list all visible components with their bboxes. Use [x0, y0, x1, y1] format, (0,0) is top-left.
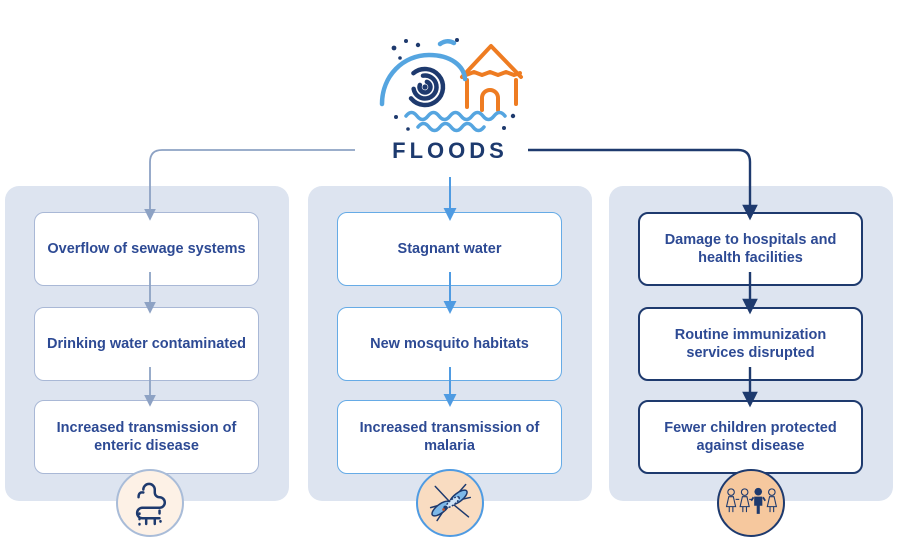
house-icon — [460, 44, 523, 112]
step-box: Routine immunization services disrupted — [638, 307, 863, 381]
wave-spiral-icon — [404, 66, 446, 108]
children-icon — [725, 487, 778, 514]
step-box: Drinking water contaminated — [34, 307, 259, 381]
spray-dots-icon — [391, 38, 459, 60]
step-box: Increased transmission of malaria — [337, 400, 562, 474]
children-icon-badge — [717, 469, 785, 537]
step-box: Increased transmission of enteric diseas… — [34, 400, 259, 474]
flood-wave-house-icon — [379, 38, 523, 133]
intestines-icon-badge — [116, 469, 184, 537]
water-lines-icon — [404, 110, 507, 133]
water-dots-icon — [394, 113, 516, 131]
pathway-panel-water-contamination: Overflow of sewage systems Drinking wate… — [5, 186, 289, 501]
mosquito-icon — [429, 483, 472, 522]
pathway-panel-mosquito: Stagnant water New mosquito habitats Inc… — [308, 186, 592, 501]
step-box: Stagnant water — [337, 212, 562, 286]
pathway-panel-health-services: Damage to hospitals and health facilitie… — [609, 186, 893, 501]
mosquito-icon-badge — [416, 469, 484, 537]
step-box: Damage to hospitals and health facilitie… — [638, 212, 863, 286]
diagram-title: FLOODS — [392, 138, 508, 163]
step-box: Fewer children protected against disease — [638, 400, 863, 474]
intestines-icon — [135, 482, 166, 526]
wave-icon — [379, 39, 468, 107]
step-box: Overflow of sewage systems — [34, 212, 259, 286]
step-box: New mosquito habitats — [337, 307, 562, 381]
